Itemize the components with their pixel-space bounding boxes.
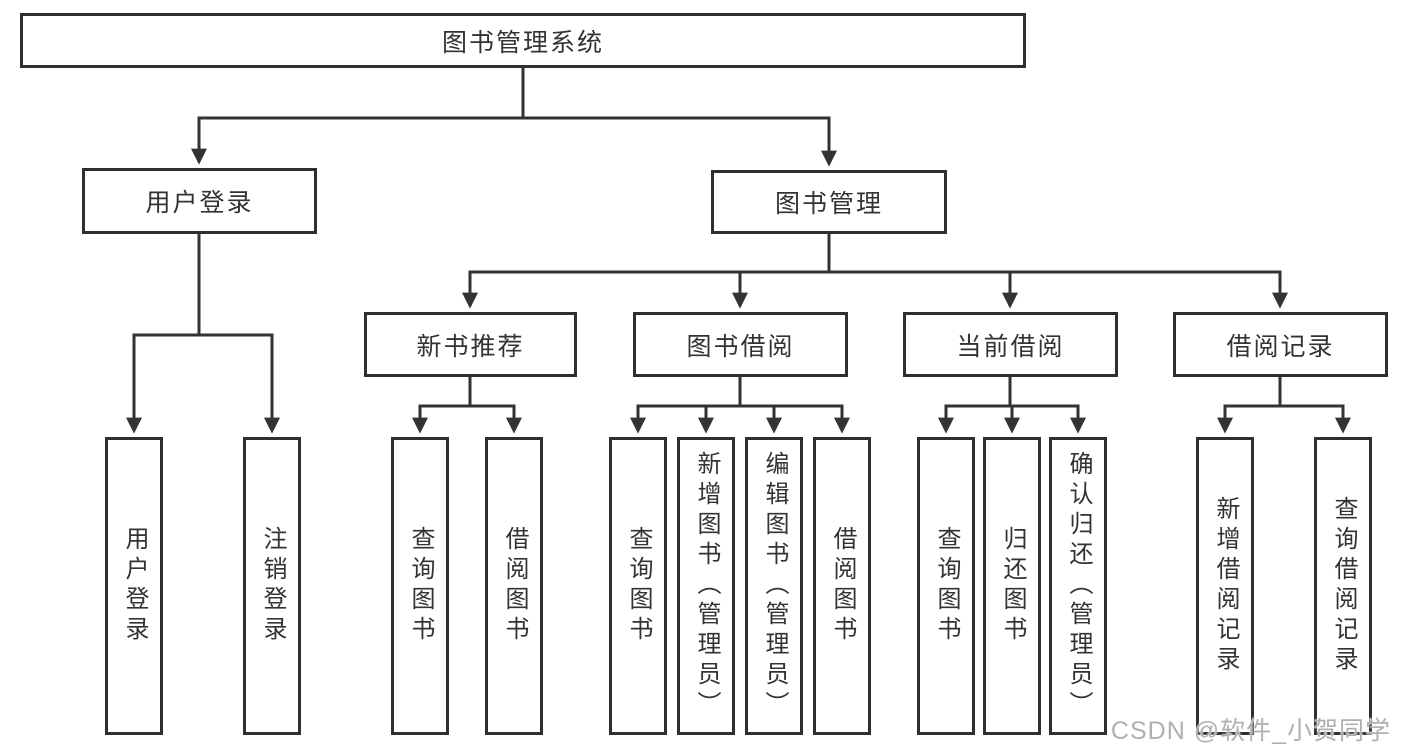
leaf-logout: 注销登录 [243, 437, 301, 735]
leaf-query-borrow-record: 查询借阅记录 [1314, 437, 1372, 735]
leaf-query-books-recommend: 查询图书 [391, 437, 449, 735]
leaf-user-login: 用户登录 [105, 437, 163, 735]
leaf-borrow-books-recommend: 借阅图书 [485, 437, 543, 735]
node-book-management: 图书管理 [711, 170, 947, 234]
node-book-borrow: 图书借阅 [633, 312, 848, 377]
leaf-query-books-current: 查询图书 [917, 437, 975, 735]
leaf-return-book: 归还图书 [983, 437, 1041, 735]
node-new-book-recommend: 新书推荐 [364, 312, 577, 377]
node-borrow-records: 借阅记录 [1173, 312, 1388, 377]
leaf-edit-book-admin: 编辑图书（管理员） [745, 437, 803, 735]
leaf-add-borrow-record: 新增借阅记录 [1196, 437, 1254, 735]
node-user-login: 用户登录 [82, 168, 317, 234]
node-current-borrow: 当前借阅 [903, 312, 1118, 377]
leaf-add-book-admin: 新增图书（管理员） [677, 437, 735, 735]
leaf-query-books-borrow: 查询图书 [609, 437, 667, 735]
leaf-borrow-books: 借阅图书 [813, 437, 871, 735]
node-root: 图书管理系统 [20, 13, 1026, 68]
leaf-confirm-return-admin: 确认归还（管理员） [1049, 437, 1107, 735]
